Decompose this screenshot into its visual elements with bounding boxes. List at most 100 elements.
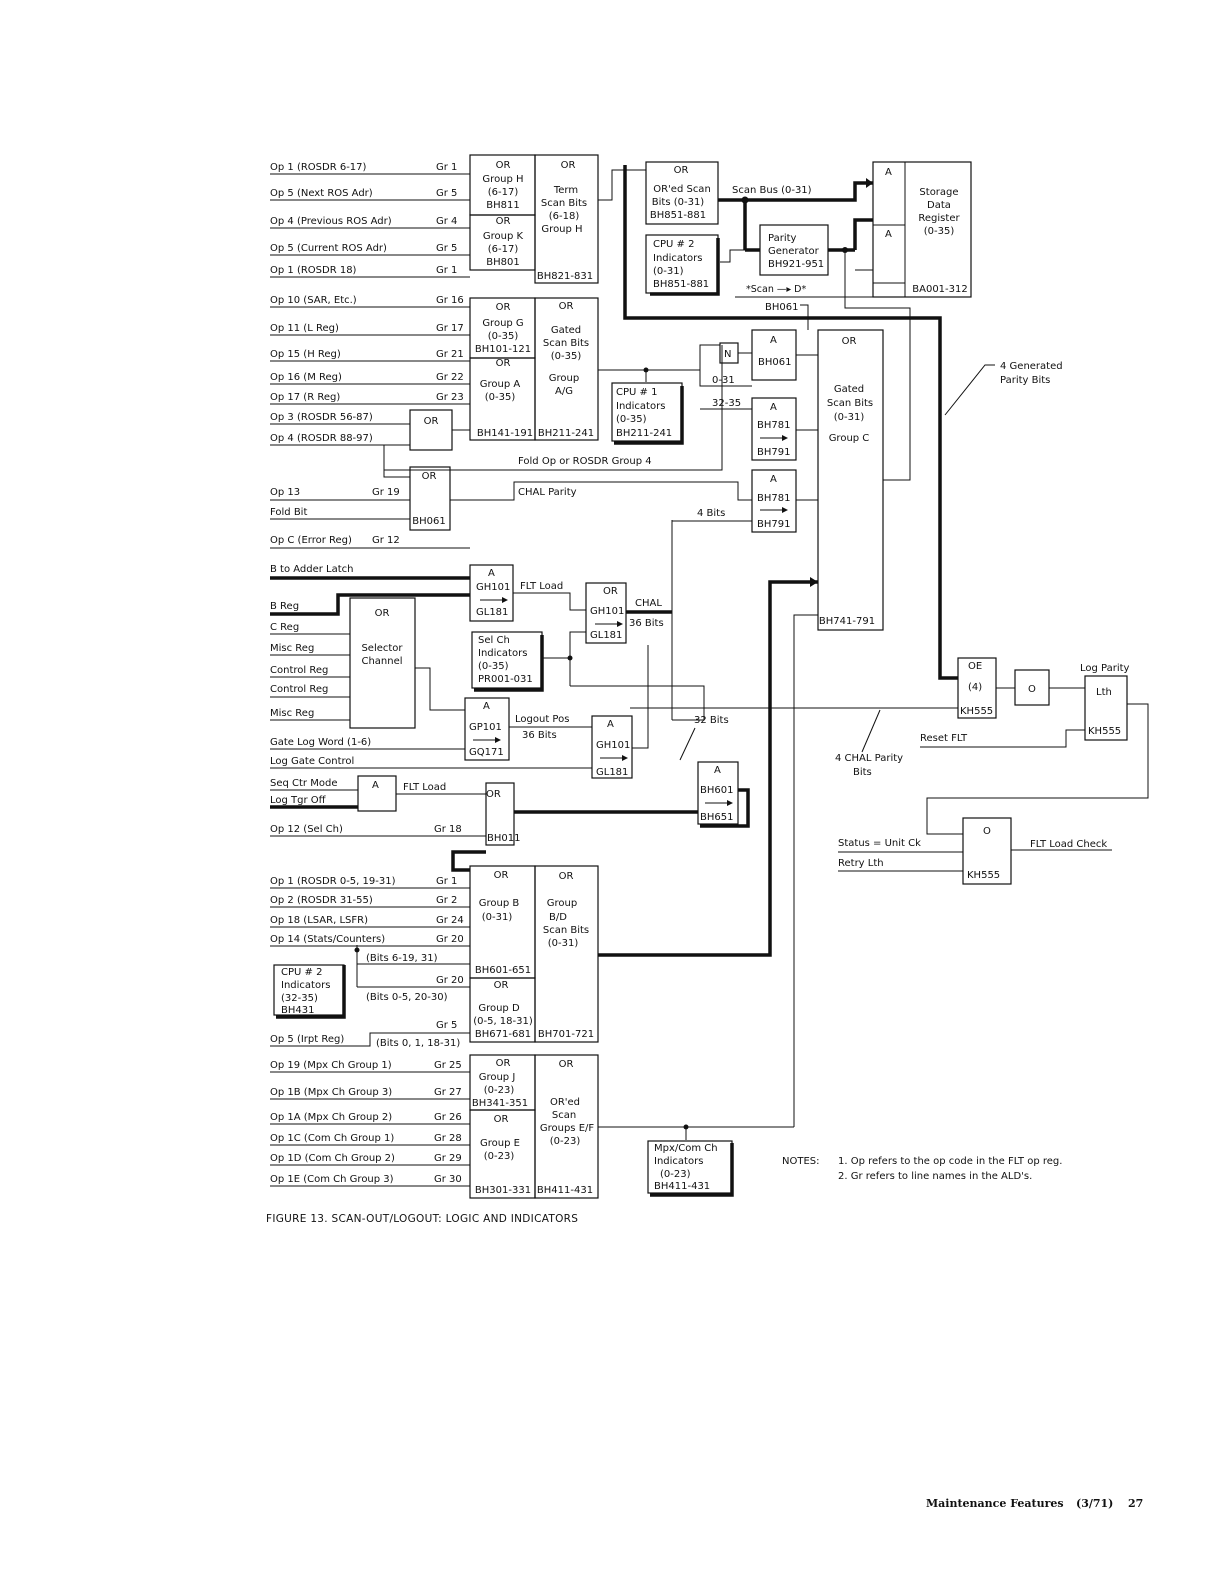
block-label: BH061 — [758, 357, 791, 368]
block-label: Group A — [480, 379, 521, 390]
fold-op-label: Fold Op or ROSDR Group 4 — [518, 456, 652, 467]
input-lines-group2 — [270, 306, 470, 446]
block-label: CPU # 2 — [281, 967, 322, 978]
input-gr: Gr 27 — [434, 1087, 462, 1098]
block-label: BH651 — [700, 812, 733, 823]
input-op1b: Op 1B (Mpx Ch Group 3) — [270, 1087, 392, 1098]
input-gr: Gr 20 — [436, 934, 464, 945]
input-gr: Gr 20 — [436, 975, 464, 986]
bits-label: (Bits 0-5, 20-30) — [366, 992, 448, 1003]
block-label: OR — [424, 416, 439, 427]
block-label: A — [483, 701, 490, 712]
block-label: Group C — [829, 433, 870, 444]
note-item: 1. Op refers to the op code in the FLT o… — [838, 1156, 1062, 1167]
input-op12: Op 12 (Sel Ch) — [270, 824, 343, 835]
input-lines-group5 — [270, 887, 470, 947]
block-label: OR — [561, 160, 576, 171]
annotation-label: Parity Bits — [1000, 375, 1050, 386]
block-label: BH431 — [281, 1005, 314, 1016]
block-label: OR'ed Scan — [653, 184, 711, 195]
block-label: (0-35) — [488, 331, 519, 342]
block-label: GL181 — [596, 767, 628, 778]
block-label: GH101 — [596, 740, 630, 751]
block-label: Log Parity — [1080, 663, 1130, 674]
figure-caption: FIGURE 13. SCAN-OUT/LOGOUT: LOGIC AND IN… — [266, 1213, 578, 1225]
block-label: (0-35) — [485, 392, 516, 403]
block-label: (0-31) — [653, 266, 684, 277]
block-label: A — [770, 474, 777, 485]
chal-label: 36 Bits — [629, 618, 664, 629]
input-gr: Gr 1 — [436, 876, 457, 887]
flt-load-check-label: FLT Load Check — [1030, 839, 1107, 850]
block-label: Bits (0-31) — [652, 197, 705, 208]
block-label: A/G — [555, 386, 573, 397]
block-label: BH011 — [487, 833, 520, 844]
gated-scan-ag-block — [534, 297, 599, 441]
block-label: Generator — [768, 246, 820, 257]
block-label: (4) — [968, 682, 982, 693]
block-label: BH211-241 — [616, 428, 672, 439]
input-op10: Op 10 (SAR, Etc.) — [270, 295, 357, 306]
block-label: OR — [422, 471, 437, 482]
input-gr: Gr 26 — [434, 1112, 462, 1123]
input-op1-rosdr18: Op 1 (ROSDR 18) — [270, 265, 357, 276]
block-label: Scan Bits — [827, 398, 873, 409]
input-control-reg-2: Control Reg — [270, 684, 328, 695]
block-label: OR — [375, 608, 390, 619]
block-label: CPU # 1 — [616, 387, 657, 398]
block-label: BH741-791 — [819, 616, 875, 627]
block-label: BH851-881 — [653, 279, 709, 290]
block-label: (0-23) — [660, 1169, 691, 1180]
block-label: OR — [559, 871, 574, 882]
block-label: Gated — [551, 325, 581, 336]
input-fold-bit: Fold Bit — [270, 507, 307, 518]
input-op3: Op 3 (ROSDR 56-87) — [270, 412, 373, 423]
ored-scan-bits-block — [645, 161, 719, 225]
block-label: BH781 — [757, 493, 790, 504]
block-label: BH791 — [757, 519, 790, 530]
o-kh555-block — [962, 817, 1012, 885]
input-b-adder-latch: B to Adder Latch — [270, 564, 354, 575]
block-label: BH791 — [757, 447, 790, 458]
block-label: OR — [496, 358, 511, 369]
block-label: Lth — [1096, 687, 1112, 698]
input-gr: Gr 4 — [436, 216, 457, 227]
input-gr: Gr 12 — [372, 535, 400, 546]
block-label: (0-35) — [551, 351, 582, 362]
block-label: Scan Bits — [543, 338, 589, 349]
block-label: Selector — [361, 643, 403, 654]
bits-label: (Bits 6-19, 31) — [366, 953, 438, 964]
block-label: BH411-431 — [537, 1185, 593, 1196]
block-label: Group H — [541, 224, 582, 235]
block-label: OR — [496, 216, 511, 227]
block-label: PR001-031 — [478, 674, 533, 685]
input-gr: Gr 1 — [436, 265, 457, 276]
and-gate-label: A — [885, 229, 892, 240]
block-label: Groups E/F — [540, 1123, 595, 1134]
arrow-icon — [866, 178, 873, 188]
block-label: N — [724, 349, 731, 360]
block-label: OR — [496, 1058, 511, 1069]
input-log-gate-control: Log Gate Control — [270, 756, 354, 767]
block-label: OR — [674, 165, 689, 176]
block-label: A — [770, 402, 777, 413]
scan-bus-label: Scan Bus (0-31) — [732, 185, 812, 196]
input-lines-group6 — [270, 1071, 470, 1187]
block-label: OR — [559, 301, 574, 312]
input-gate-log-word: Gate Log Word (1-6) — [270, 737, 371, 748]
input-op11: Op 11 (L Reg) — [270, 323, 339, 334]
input-gr: Gr 5 — [436, 1020, 457, 1031]
input-op1d: Op 1D (Com Ch Group 2) — [270, 1153, 395, 1164]
and-gp101-block — [464, 697, 510, 761]
input-op1e: Op 1E (Com Ch Group 3) — [270, 1174, 394, 1185]
block-label: Group H — [482, 174, 523, 185]
footer-date: (3/71) — [1076, 1497, 1113, 1510]
notes-heading: NOTES: — [782, 1156, 820, 1167]
chal-label: CHAL — [635, 598, 662, 609]
block-label: OR — [486, 789, 501, 800]
block-label: OR — [496, 302, 511, 313]
input-c-reg: C Reg — [270, 622, 299, 633]
block-label: KH555 — [1088, 726, 1121, 737]
block-label: BH801 — [486, 257, 519, 268]
